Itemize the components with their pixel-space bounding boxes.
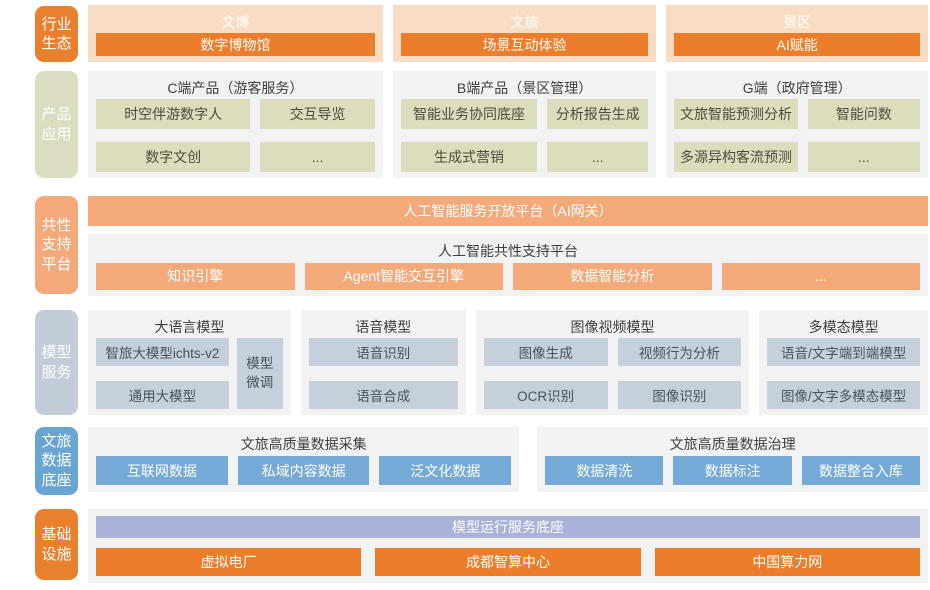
data-collection-panel: 文旅高质量数据采集 互联网数据 私域内容数据 泛文化数据 xyxy=(88,427,520,492)
data-panel-title: 文旅高质量数据治理 xyxy=(669,436,796,452)
common-platform-row: 人工智能共性支持平台 知识引擎 Agent智能交互引擎 数据智能分析 ... xyxy=(88,234,928,296)
industry-group-title: 景区 xyxy=(783,14,812,30)
data-item: 数据标注 xyxy=(673,456,792,485)
product-group-c-side: C端产品（游客服务） 时空伴游数字人 交互导览 数字文创 ... xyxy=(88,71,383,178)
product-application-row: C端产品（游客服务） 时空伴游数字人 交互导览 数字文创 ... B端产品（景区… xyxy=(88,71,928,178)
infrastructure-row: 模型运行服务底座 虚拟电厂 成都智算中心 中国算力网 xyxy=(88,509,928,583)
common-platform-item-more: ... xyxy=(721,262,920,290)
ai-gateway-bar: 人工智能服务开放平台（AI网关） xyxy=(88,196,928,226)
common-platform-item: Agent智能交互引擎 xyxy=(304,262,503,290)
model-group-title: 大语言模型 xyxy=(154,319,225,335)
data-item: 数据整合入库 xyxy=(801,456,920,485)
infrastructure-panel: 模型运行服务底座 虚拟电厂 成都智算中心 中国算力网 xyxy=(88,509,928,583)
industry-group-museum: 文博 数字博物馆 xyxy=(88,5,383,62)
layer-label-model-services: 模型 服务 xyxy=(35,310,78,415)
product-item-more: ... xyxy=(547,142,649,172)
model-item: 视频行为分析 xyxy=(617,338,742,366)
data-item: 数据清洗 xyxy=(545,456,664,485)
industry-group-title: 文博 xyxy=(221,14,250,30)
model-group-vision: 图像视频模型 图像生成 视频行为分析 OCR识别 图像识别 xyxy=(475,310,750,415)
product-item: 智能问数 xyxy=(807,99,920,129)
product-item: 数字文创 xyxy=(96,142,251,172)
model-item: 语音识别 xyxy=(308,338,458,366)
product-item: 生成式营销 xyxy=(400,142,538,172)
product-group-title: B端产品（景区管理） xyxy=(456,80,593,96)
data-item: 泛文化数据 xyxy=(379,456,512,485)
layer-label-tourism-data-base: 文旅 数据 底座 xyxy=(35,427,78,495)
infrastructure-item: 中国算力网 xyxy=(654,548,920,576)
common-platform-title: 人工智能共性支持平台 xyxy=(438,243,578,259)
industry-item: 数字博物馆 xyxy=(96,33,375,56)
model-item: OCR识别 xyxy=(483,381,608,409)
model-item: 智旅大模型ichts-v2 xyxy=(96,338,229,366)
data-panel-title: 文旅高质量数据采集 xyxy=(240,436,367,452)
model-finetune-item: 模型 微调 xyxy=(236,338,283,409)
model-group-llm: 大语言模型 智旅大模型ichts-v2 通用大模型 模型 微调 xyxy=(88,310,291,415)
layer-label-infrastructure: 基础 设施 xyxy=(35,509,78,580)
data-item: 私域内容数据 xyxy=(237,456,370,485)
layer-label-product-application: 产品 应用 xyxy=(35,71,78,178)
industry-group-tourism: 文旅 场景互动体验 xyxy=(392,5,657,62)
product-group-b-side: B端产品（景区管理） 智能业务协同底座 分析报告生成 生成式营销 ... xyxy=(392,71,657,178)
model-group-title: 多模态模型 xyxy=(808,319,879,335)
common-platform-item: 知识引擎 xyxy=(96,262,295,290)
common-platform-panel: 人工智能共性支持平台 知识引擎 Agent智能交互引擎 数据智能分析 ... xyxy=(88,234,928,296)
product-item-more: ... xyxy=(807,142,920,172)
model-group-title: 语音模型 xyxy=(355,319,412,335)
industry-item: 场景互动体验 xyxy=(400,33,649,56)
infrastructure-item: 成都智算中心 xyxy=(375,548,641,576)
layer-label-common-support-platform: 共性 支持 平台 xyxy=(35,196,78,294)
product-group-title: G端（政府管理） xyxy=(742,80,852,96)
data-base-row: 文旅高质量数据采集 互联网数据 私域内容数据 泛文化数据 文旅高质量数据治理 数… xyxy=(88,427,928,492)
model-group-title: 图像视频模型 xyxy=(570,319,655,335)
model-group-speech: 语音模型 语音识别 语音合成 xyxy=(300,310,466,415)
model-item: 语音/文字端到端模型 xyxy=(767,338,921,366)
common-platform-item: 数据智能分析 xyxy=(513,262,712,290)
product-item: 文旅智能预测分析 xyxy=(674,99,798,129)
product-item: 交互导览 xyxy=(260,99,375,129)
model-item: 图像生成 xyxy=(483,338,608,366)
product-item: 时空伴游数字人 xyxy=(96,99,251,129)
industry-group-scenic-area: 景区 AI赋能 xyxy=(666,5,928,62)
product-group-title: C端产品（游客服务） xyxy=(167,80,304,96)
product-item: 多源异构客流预测 xyxy=(674,142,798,172)
layer-label-industry-ecosystem: 行业 生态 xyxy=(35,6,78,62)
product-item: 分析报告生成 xyxy=(547,99,649,129)
model-runtime-bar: 模型运行服务底座 xyxy=(96,516,920,538)
model-item: 通用大模型 xyxy=(96,381,229,409)
product-item: 智能业务协同底座 xyxy=(400,99,538,129)
model-item: 图像识别 xyxy=(617,381,742,409)
industry-item: AI赋能 xyxy=(674,33,920,56)
data-governance-panel: 文旅高质量数据治理 数据清洗 数据标注 数据整合入库 xyxy=(537,427,928,492)
model-services-row: 大语言模型 智旅大模型ichts-v2 通用大模型 模型 微调 语音模型 语音识… xyxy=(88,310,929,415)
product-item-more: ... xyxy=(260,142,375,172)
industry-group-title: 文旅 xyxy=(510,14,539,30)
infrastructure-item: 虚拟电厂 xyxy=(96,548,362,576)
model-item: 语音合成 xyxy=(308,381,458,409)
industry-ecosystem-row: 文博 数字博物馆 文旅 场景互动体验 景区 AI赋能 xyxy=(88,5,928,62)
model-item: 图像/文字多模态模型 xyxy=(767,381,921,409)
data-item: 互联网数据 xyxy=(96,456,228,485)
product-group-g-side: G端（政府管理） 文旅智能预测分析 智能问数 多源异构客流预测 ... xyxy=(666,71,928,178)
model-group-multimodal: 多模态模型 语音/文字端到端模型 图像/文字多模态模型 xyxy=(759,310,929,415)
